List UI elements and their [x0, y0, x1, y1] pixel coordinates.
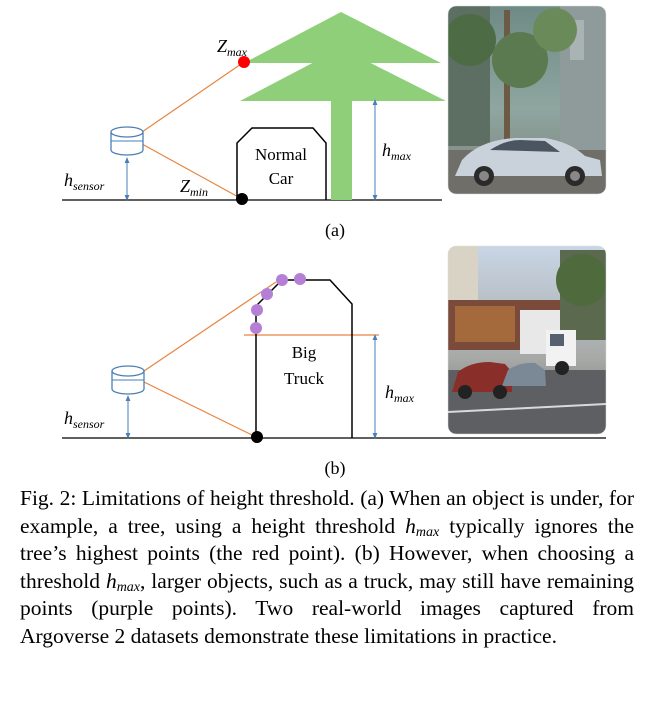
normal-car-outline: [236, 127, 327, 200]
panel-b-label: (b): [325, 458, 346, 479]
tree-highest-point: [238, 56, 250, 68]
caption-prefix: Fig. 2: Limitations of height threshold.…: [20, 486, 634, 538]
caption-hmax-symbol: hmax: [405, 513, 440, 540]
lidar-sensor-icon-b: [111, 365, 145, 395]
caption-hmax-symbol: hmax: [105, 568, 141, 595]
remaining-point: [251, 304, 263, 316]
truck-label-line2: Truck: [284, 369, 324, 388]
panel-a: Normal Car hsensor hmax Zmax Zmin: [62, 5, 607, 241]
ray-to-zmax: [141, 61, 245, 133]
car-label-line1: Normal: [255, 145, 307, 164]
z-max-label: Zmax: [217, 36, 248, 59]
panel-b: Big Truck hsensor hmax: [62, 245, 607, 479]
ray-to-truck-bottom: [143, 381, 257, 438]
h-sensor-label-a: hsensor: [64, 170, 105, 193]
figure-caption: Fig. 2: Limitations of height threshold.…: [20, 485, 634, 650]
photo-car-under-tree: [448, 6, 606, 194]
truck-label-line1: Big: [292, 343, 317, 362]
lidar-sensor-icon-a: [110, 126, 144, 156]
ground-point-b: [251, 431, 263, 443]
panel-a-label: (a): [325, 220, 345, 241]
h-max-label-a: hmax: [382, 140, 412, 163]
figure-2: Normal Car hsensor hmax Zmax Zmin: [62, 5, 607, 479]
remaining-point: [261, 288, 273, 300]
remaining-point: [276, 274, 288, 286]
car-label-line2: Car: [269, 169, 294, 188]
caption-middle: typically ignores the tree’s highest poi…: [20, 513, 634, 593]
ground-point-a: [236, 193, 248, 205]
caption-suffix: , larger objects, such as a truck, may s…: [20, 568, 634, 648]
tree-shape: [240, 12, 446, 200]
remaining-point: [250, 322, 262, 334]
ray-to-truck-top: [143, 281, 277, 372]
ray-to-zmin: [141, 143, 243, 200]
h-max-label-b: hmax: [385, 382, 415, 405]
z-min-label: Zmin: [180, 176, 208, 199]
remaining-point: [294, 273, 306, 285]
photo-big-truck: [448, 246, 606, 434]
h-sensor-label-b: hsensor: [64, 408, 105, 431]
